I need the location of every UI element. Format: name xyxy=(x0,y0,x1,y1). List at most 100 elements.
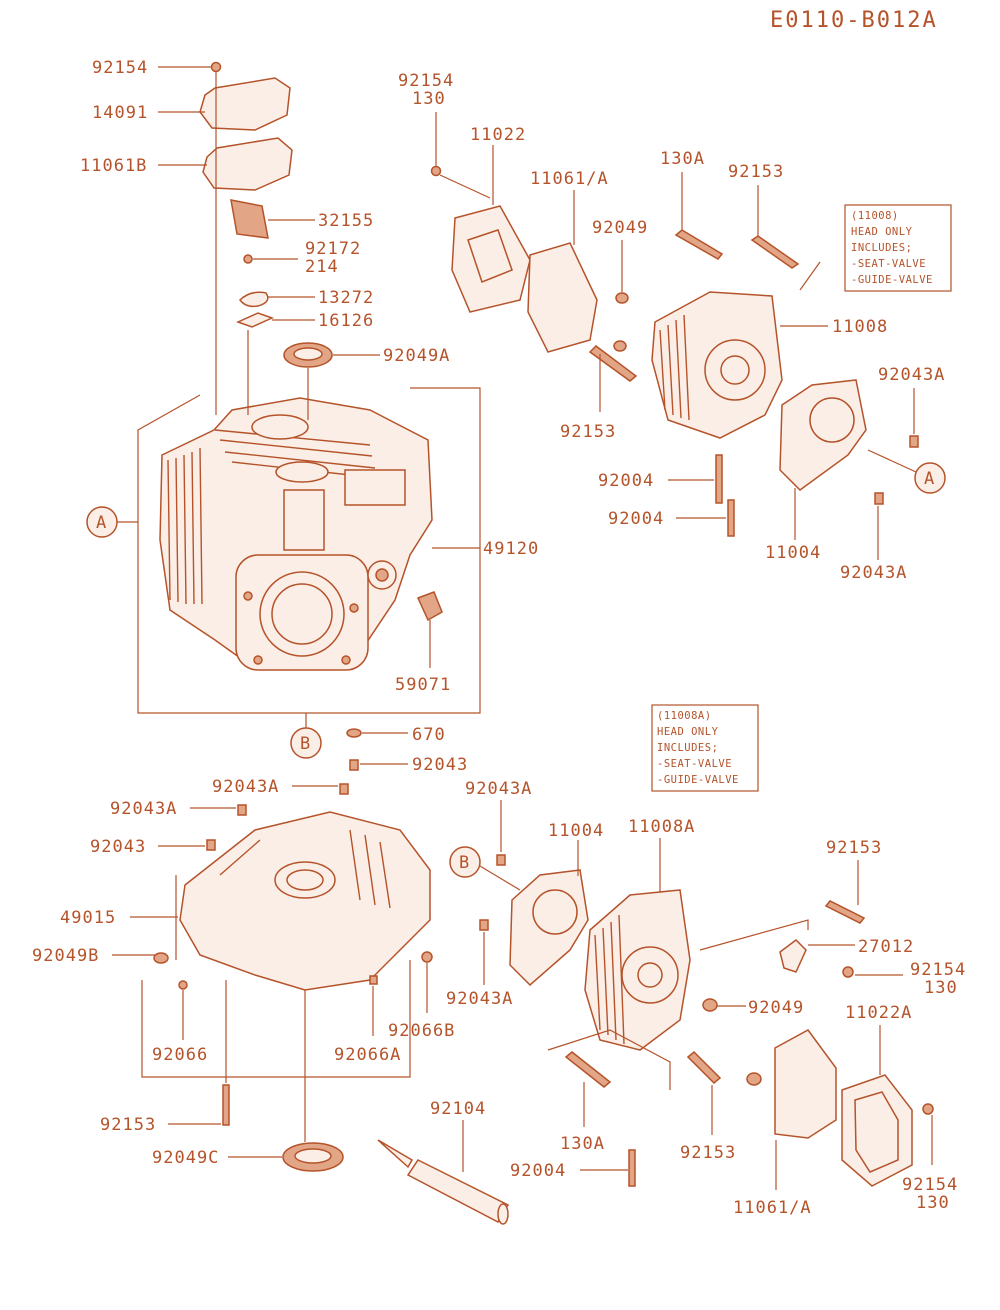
label-92153-bottom: 92153 xyxy=(100,1115,156,1135)
label-92172: 92172 xyxy=(305,239,361,259)
label-92043a-d: 92043A xyxy=(110,799,177,819)
callout-a-left: A xyxy=(86,506,118,538)
part-gasket-11004-bottom xyxy=(509,869,589,987)
label-11004-top: 11004 xyxy=(765,543,821,563)
svg-text:(11008): (11008) xyxy=(851,210,899,222)
part-seal-92049a xyxy=(283,342,333,368)
label-92066b: 92066B xyxy=(388,1021,455,1041)
label-670: 670 xyxy=(412,725,446,745)
part-dowel-92043a-3 xyxy=(339,783,349,795)
label-32155: 32155 xyxy=(318,211,374,231)
label-92043a-top: 92043A xyxy=(878,365,945,385)
label-92154-c: 92154 xyxy=(910,960,966,980)
svg-text:INCLUDES;: INCLUDES; xyxy=(851,242,912,254)
part-screw-92172 xyxy=(243,254,253,264)
label-92153-bottom-right: 92153 xyxy=(680,1143,736,1163)
svg-text:HEAD ONLY: HEAD ONLY xyxy=(657,726,719,738)
label-92043a-f: 92043A xyxy=(446,989,513,1009)
part-gasket-16126 xyxy=(235,312,275,328)
part-plate-13272 xyxy=(239,291,269,308)
label-92154: 92154 xyxy=(92,58,148,78)
part-stud-92004-a xyxy=(715,454,723,504)
label-92066a: 92066A xyxy=(334,1045,401,1065)
part-ring-670 xyxy=(346,728,362,738)
part-screw-92154-cover-2 xyxy=(922,1103,934,1115)
part-dowel-92043-2 xyxy=(206,839,216,851)
part-gasket-11061a-top xyxy=(527,242,598,353)
part-gasket-11061a-bottom xyxy=(774,1029,837,1139)
label-92043a-e: 92043A xyxy=(465,779,532,799)
svg-text:A: A xyxy=(96,513,107,533)
label-130-d: 130 xyxy=(916,1193,950,1213)
label-49015: 49015 xyxy=(60,908,116,928)
note-box-11008: (11008) HEAD ONLY INCLUDES; -SEAT-VALVE … xyxy=(844,204,952,292)
label-130-b: 130 xyxy=(412,89,446,109)
label-11008a: 11008A xyxy=(628,817,695,837)
svg-text:(11008A): (11008A) xyxy=(657,710,712,722)
part-plug-92066 xyxy=(178,980,188,990)
part-seal-92049-bottom xyxy=(702,998,718,1012)
part-dowel-92043-1 xyxy=(349,759,359,771)
label-11022: 11022 xyxy=(470,125,526,145)
diagram-id: E0110-B012A xyxy=(770,8,938,33)
label-92049c: 92049C xyxy=(152,1148,219,1168)
label-16126: 16126 xyxy=(318,311,374,331)
part-cover-14091 xyxy=(199,77,291,131)
label-11061a-top: 11061/A xyxy=(530,169,609,189)
label-49120: 49120 xyxy=(483,539,539,559)
part-headcover-11022 xyxy=(451,205,531,313)
part-plug-59071 xyxy=(416,591,443,622)
label-92153-top: 92153 xyxy=(728,162,784,182)
part-plug-92066a xyxy=(369,975,378,985)
label-92049-top: 92049 xyxy=(592,218,648,238)
part-dowel-92043a-2 xyxy=(874,492,884,505)
svg-text:-SEAT-VALVE: -SEAT-VALVE xyxy=(851,258,926,270)
label-27012: 27012 xyxy=(858,937,914,957)
callout-b-bottom: B xyxy=(449,846,481,878)
part-bolt-92153-right xyxy=(824,900,866,924)
svg-text:-GUIDE-VALVE: -GUIDE-VALVE xyxy=(851,274,933,286)
part-sealant-92104 xyxy=(377,1139,510,1225)
label-13272: 13272 xyxy=(318,288,374,308)
part-gasket-11061b xyxy=(202,137,293,191)
label-92043a-c: 92043A xyxy=(212,777,279,797)
note-box-11008a: (11008A) HEAD ONLY INCLUDES; -SEAT-VALVE… xyxy=(651,704,759,792)
label-92153-mid: 92153 xyxy=(560,422,616,442)
label-214: 214 xyxy=(305,257,339,277)
part-seal-92049c xyxy=(282,1142,344,1172)
label-92043-a: 92043 xyxy=(412,755,468,775)
part-dowel-92043a-4 xyxy=(237,804,247,816)
label-130-c: 130 xyxy=(924,978,958,998)
part-cylinderhead-11008a xyxy=(584,889,691,1051)
part-seal-92049b xyxy=(153,952,169,964)
part-dowel-92043a-5 xyxy=(496,854,506,866)
callout-a-right: A xyxy=(914,462,946,494)
label-130a-top: 130A xyxy=(660,149,705,169)
part-crankcase-49120 xyxy=(159,397,433,671)
part-bolt-92153-bottom xyxy=(222,1084,230,1126)
label-92104: 92104 xyxy=(430,1099,486,1119)
label-130a-bottom: 130A xyxy=(560,1134,605,1154)
part-cylinderhead-11008 xyxy=(651,291,783,439)
label-92004-a: 92004 xyxy=(598,471,654,491)
label-11008: 11008 xyxy=(832,317,888,337)
svg-text:B: B xyxy=(300,734,311,754)
label-92004-b: 92004 xyxy=(608,509,664,529)
part-seal-92049-top xyxy=(615,292,629,304)
part-gasket-11004-top xyxy=(779,379,867,491)
svg-text:-GUIDE-VALVE: -GUIDE-VALVE xyxy=(657,774,739,786)
label-92153-right: 92153 xyxy=(826,838,882,858)
svg-text:A: A xyxy=(924,469,935,489)
part-stud-92004-b xyxy=(727,499,735,537)
label-14091: 14091 xyxy=(92,103,148,123)
label-11004-bottom: 11004 xyxy=(548,821,604,841)
part-element-32155 xyxy=(230,199,269,239)
part-seal-92049-top-2 xyxy=(613,340,627,352)
label-92154-d: 92154 xyxy=(902,1175,958,1195)
part-dowel-92043a-6 xyxy=(479,919,489,931)
label-92004-c: 92004 xyxy=(510,1161,566,1181)
part-bolt-130a-bottom xyxy=(564,1051,612,1088)
part-bolt-92153-bottom-2 xyxy=(686,1050,722,1085)
label-92049b: 92049B xyxy=(32,946,99,966)
